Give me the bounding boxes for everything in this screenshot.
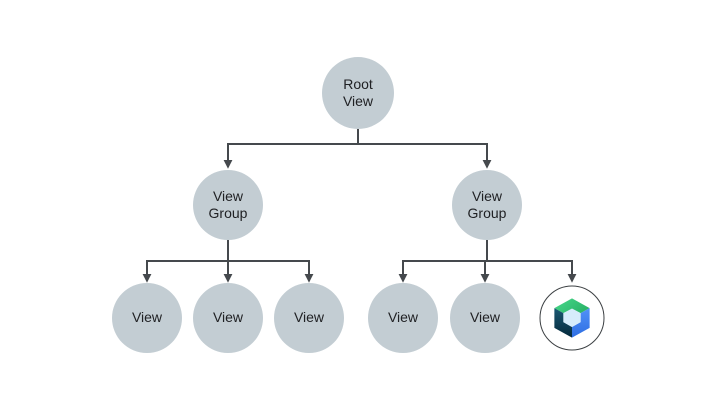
node-label: View xyxy=(387,309,419,326)
node-label: View xyxy=(293,309,325,326)
node-label: View xyxy=(212,309,244,326)
node-label: View Group xyxy=(208,187,248,221)
compose-logo-inner-hexagon xyxy=(563,308,581,328)
compose-logo-top-face xyxy=(554,298,590,314)
node-root-view: Root View xyxy=(322,57,394,129)
node-view-group-left: View Group xyxy=(193,170,263,240)
node-view-2: View xyxy=(193,283,263,353)
node-label: View xyxy=(469,309,501,326)
node-label: Root View xyxy=(342,75,374,109)
node-view-1: View xyxy=(112,283,182,353)
node-view-group-right: View Group xyxy=(452,170,522,240)
jetpack-compose-icon xyxy=(554,298,590,338)
node-view-5: View xyxy=(450,283,520,353)
node-view-3: View xyxy=(274,283,344,353)
node-view-4: View xyxy=(368,283,438,353)
node-label: View Group xyxy=(467,187,507,221)
node-compose xyxy=(539,285,605,351)
node-label: View xyxy=(131,309,163,326)
